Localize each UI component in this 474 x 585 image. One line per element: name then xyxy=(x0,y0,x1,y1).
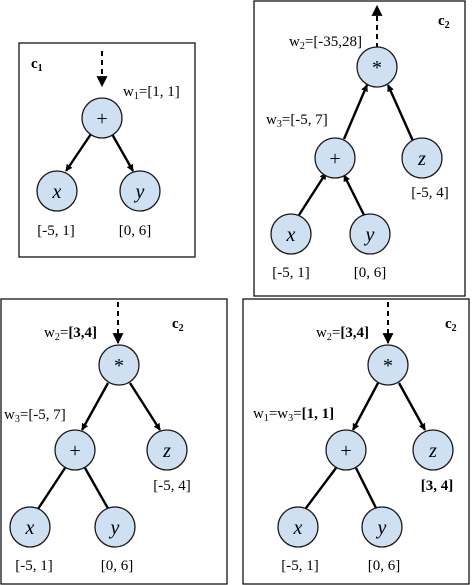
node-z xyxy=(401,137,443,179)
node-mult xyxy=(367,344,409,386)
range-y: [0, 6] xyxy=(354,265,387,281)
node-plus xyxy=(325,429,367,471)
panel-c2-bottom-left-title: c2 xyxy=(172,316,184,334)
panel-c2-bottom-right-title: c2 xyxy=(445,316,457,334)
weight-label-w3: w3=[-5, 7] xyxy=(266,112,328,130)
node-y-label: y xyxy=(109,517,120,539)
range-y: [0, 6] xyxy=(368,558,401,574)
edge-plus-y xyxy=(83,467,112,513)
edge-plus-y xyxy=(110,133,135,172)
node-mult-label: * xyxy=(383,355,393,377)
panel-c2-top: c2 w2=[-35,28] w3=[-5, 7] * + z x y [-5,… xyxy=(253,0,466,297)
node-z-label: z xyxy=(417,148,426,170)
edge-plus-to-mult xyxy=(342,84,369,140)
weight-label-w1-w3: w1=w3=[1, 1] xyxy=(253,406,334,424)
node-x-label: x xyxy=(52,181,62,203)
node-x-label: x xyxy=(25,517,35,539)
range-y: [0, 6] xyxy=(101,558,134,574)
range-y: [0, 6] xyxy=(119,223,152,239)
node-z xyxy=(412,429,454,471)
range-z: [-5, 4] xyxy=(411,185,449,201)
range-x: [-5, 1] xyxy=(272,265,310,281)
edge-mult-z xyxy=(397,382,427,431)
node-y-label: y xyxy=(376,517,387,539)
range-x: [-5, 1] xyxy=(281,558,319,574)
edge-x-to-plus xyxy=(297,172,328,216)
panel-c1-title: c1 xyxy=(31,56,43,74)
node-y-label: y xyxy=(134,181,145,203)
edge-mult-plus xyxy=(80,382,110,431)
node-plus-label: + xyxy=(340,440,351,462)
panel-c2-bottom-right: c2 w2=[3,4] w1=w3=[1, 1] * + z x y [3, 4… xyxy=(242,298,470,585)
panel-c1: c1 w1=[1, 1] + x y [-5, 1] [0, 6] xyxy=(18,42,196,258)
edge-plus-x xyxy=(34,467,67,513)
node-mult-label: * xyxy=(114,355,124,377)
node-plus-label: + xyxy=(96,108,107,130)
node-y xyxy=(119,170,161,212)
node-x xyxy=(277,506,319,548)
weight-label-w2: w2=[-35,28] xyxy=(289,34,362,52)
weight-label-w2: w2=[3,4] xyxy=(44,325,97,343)
edge-y-to-plus xyxy=(342,174,366,216)
node-z-label: z xyxy=(428,440,437,462)
node-z xyxy=(146,429,188,471)
weight-label-w2: w2=[3,4] xyxy=(316,325,369,343)
panel-c2-bottom-left: c2 w2=[3,4] w3=[-5, 7] * + z x y [-5, 4]… xyxy=(0,298,228,585)
node-plus xyxy=(54,429,96,471)
node-x xyxy=(9,506,51,548)
node-y xyxy=(349,213,391,255)
range-z: [3, 4] xyxy=(421,478,454,494)
range-z: [-5, 4] xyxy=(153,478,191,494)
node-y xyxy=(94,506,136,548)
node-mult-label: * xyxy=(372,57,382,79)
edge-mult-z xyxy=(128,382,162,431)
edge-plus-x xyxy=(65,133,92,172)
node-x-label: x xyxy=(286,224,296,246)
edge-plus-y xyxy=(354,467,380,513)
node-mult xyxy=(98,344,140,386)
weight-label-w1: w1=[1, 1] xyxy=(123,84,180,102)
weight-label-w3: w3=[-5, 7] xyxy=(4,407,66,425)
node-plus xyxy=(314,137,356,179)
range-x: [-5, 1] xyxy=(15,558,53,574)
node-x xyxy=(36,170,78,212)
node-y-label: y xyxy=(364,224,375,246)
node-z-label: z xyxy=(162,440,171,462)
node-plus xyxy=(81,97,123,139)
node-mult xyxy=(356,46,398,88)
panel-c2-top-title: c2 xyxy=(438,13,450,31)
node-plus-label: + xyxy=(329,148,340,170)
node-y xyxy=(361,506,403,548)
node-plus-label: + xyxy=(69,440,80,462)
edge-z-to-mult xyxy=(386,84,415,142)
edge-mult-plus xyxy=(351,382,380,431)
node-x-label: x xyxy=(293,517,303,539)
node-x xyxy=(270,213,312,255)
edge-plus-x xyxy=(302,467,337,513)
range-x: [-5, 1] xyxy=(37,223,75,239)
